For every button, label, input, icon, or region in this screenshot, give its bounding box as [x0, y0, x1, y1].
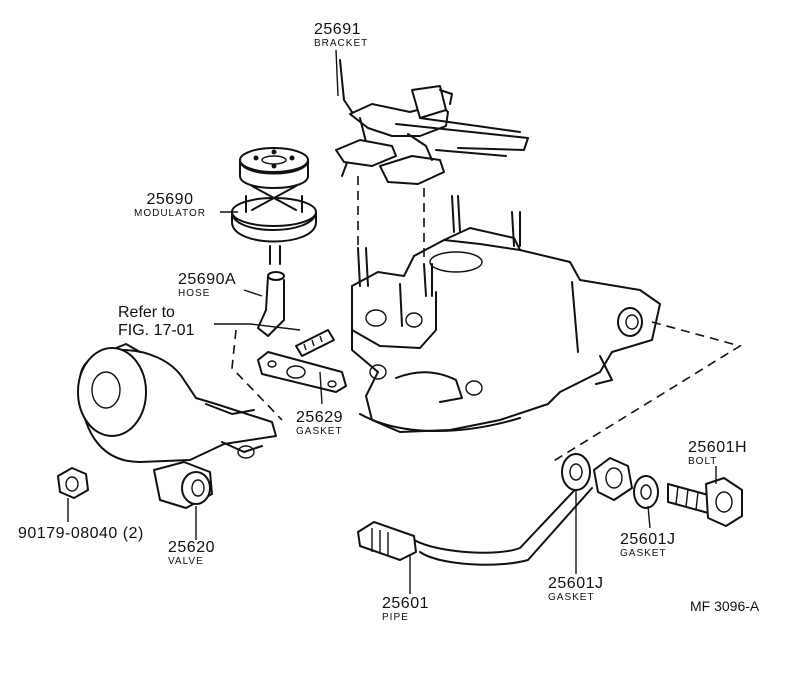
part-name-bolt: BOLT: [688, 456, 718, 467]
part-number-pipe: 25601: [382, 595, 429, 612]
callout-valve: 25620 VALVE: [168, 540, 215, 567]
part-number-bracket: 25691: [314, 21, 361, 38]
part-name-gasket-outer: GASKET: [620, 548, 667, 559]
gasket-outer-hole: [640, 484, 652, 500]
part-name-valve: VALVE: [168, 556, 204, 567]
part-name-gasket-main: GASKET: [296, 426, 343, 437]
hose-drawing: [257, 271, 285, 337]
part-number-nut: 90179-08040 (2): [18, 525, 144, 542]
callout-pipe: 25601 PIPE: [382, 596, 429, 623]
figure-code: MF 3096-A: [690, 598, 760, 614]
part-number-gasket-outer: 25601J: [620, 531, 676, 548]
refer-to-line2: FIG. 17-01: [118, 322, 195, 340]
part-number-gasket-inner: 25601J: [548, 575, 604, 592]
valve-drawing: [77, 343, 277, 509]
gasket-inner-hole: [569, 463, 583, 481]
gasket-plate-drawing: [257, 329, 347, 393]
pipe-drawing: [357, 457, 633, 566]
gasket-outer-drawing: [633, 475, 659, 509]
part-name-gasket-inner: GASKET: [548, 592, 595, 603]
callout-gasket-inner: 25601J GASKET: [548, 576, 604, 603]
gasket-inner-drawing: [561, 453, 591, 491]
pipe-alignment-line: [551, 321, 742, 463]
part-name-bracket: BRACKET: [314, 38, 369, 49]
part-number-modulator: 25690: [146, 191, 194, 208]
part-number-bolt: 25601H: [688, 439, 748, 456]
part-name-hose: HOSE: [178, 288, 211, 299]
callout-nut: 90179-08040 (2): [18, 526, 144, 542]
valve-alignment-line: [231, 329, 283, 421]
callout-hose: 25690A HOSE: [178, 272, 236, 299]
callout-gasket-outer: 25601J GASKET: [620, 532, 676, 559]
part-number-gasket-main: 25629: [296, 409, 343, 426]
callout-bracket: 25691 BRACKET: [314, 22, 368, 49]
manifold-drawing: [351, 195, 661, 433]
refer-to-note: Refer to FIG. 17-01: [118, 304, 194, 341]
modulator-drawing: [231, 147, 317, 265]
part-number-valve: 25620: [168, 539, 215, 556]
nut-drawing: [57, 467, 89, 499]
callout-gasket-main: 25629 GASKET: [296, 410, 343, 437]
part-name-pipe: PIPE: [382, 612, 409, 623]
callout-modulator: 25690 MODULATOR: [134, 192, 206, 219]
refer-to-line1: Refer to: [118, 304, 175, 321]
leader-lines: [67, 49, 717, 594]
part-name-modulator: MODULATOR: [134, 208, 206, 219]
bolt-drawing: [667, 477, 743, 527]
bracket-drawing: [335, 59, 529, 185]
callout-bolt: 25601H BOLT: [688, 440, 747, 467]
part-number-hose: 25690A: [178, 271, 237, 288]
